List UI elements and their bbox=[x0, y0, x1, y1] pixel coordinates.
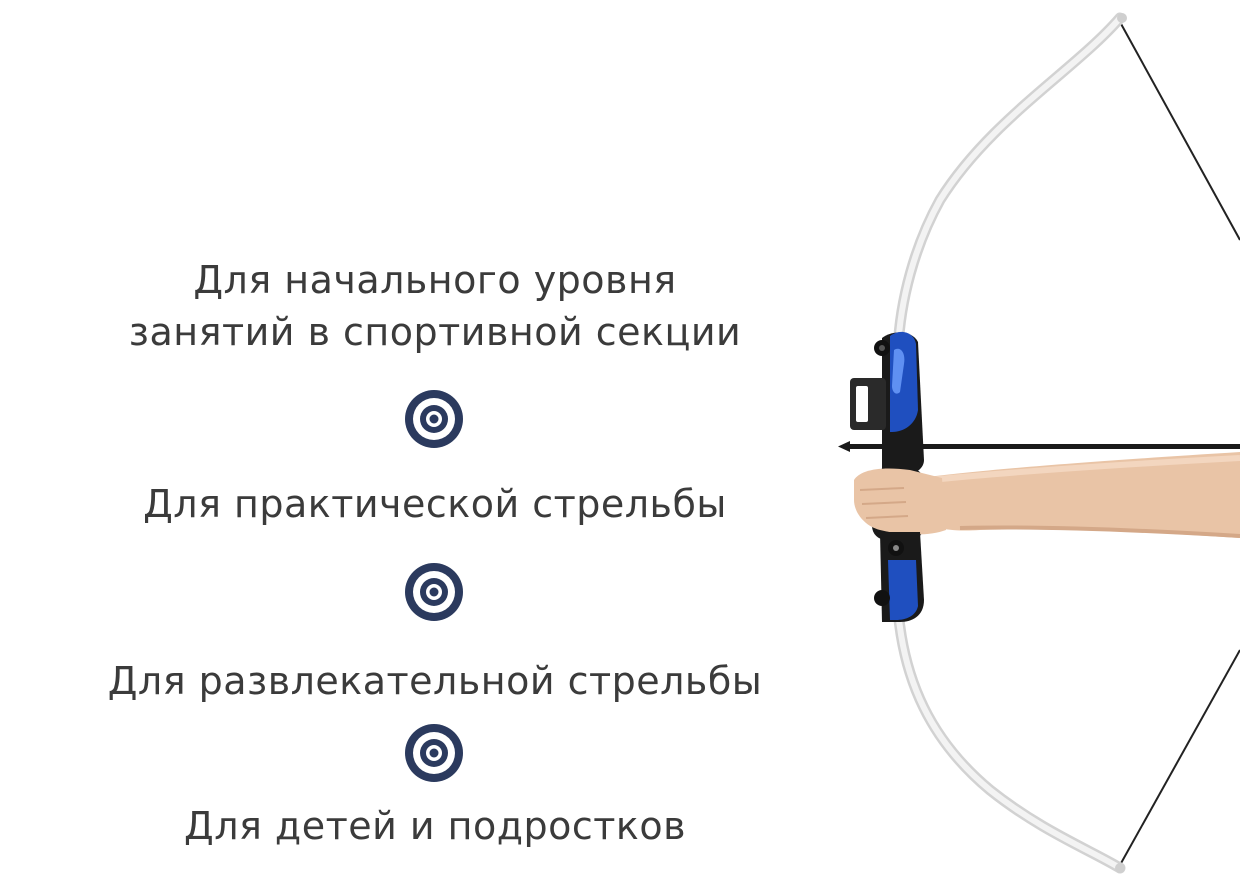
target-icon bbox=[405, 724, 463, 782]
feature-practical-shooting: Для практической стрельбы bbox=[143, 482, 727, 526]
feature-kids-teens: Для детей и подростков bbox=[184, 804, 686, 848]
feature-entry-level-line-1: Для начального уровня bbox=[193, 258, 677, 302]
feature-entry-level: Для начального уровня занятий в спортивн… bbox=[60, 254, 810, 358]
target-icon bbox=[405, 563, 463, 621]
feature-recreational-shooting: Для развлекательной стрельбы bbox=[107, 659, 763, 703]
target-icon bbox=[405, 390, 463, 448]
feature-entry-level-line-2: занятий в спортивной секции bbox=[128, 310, 742, 354]
bow-illustration bbox=[838, 12, 1240, 874]
